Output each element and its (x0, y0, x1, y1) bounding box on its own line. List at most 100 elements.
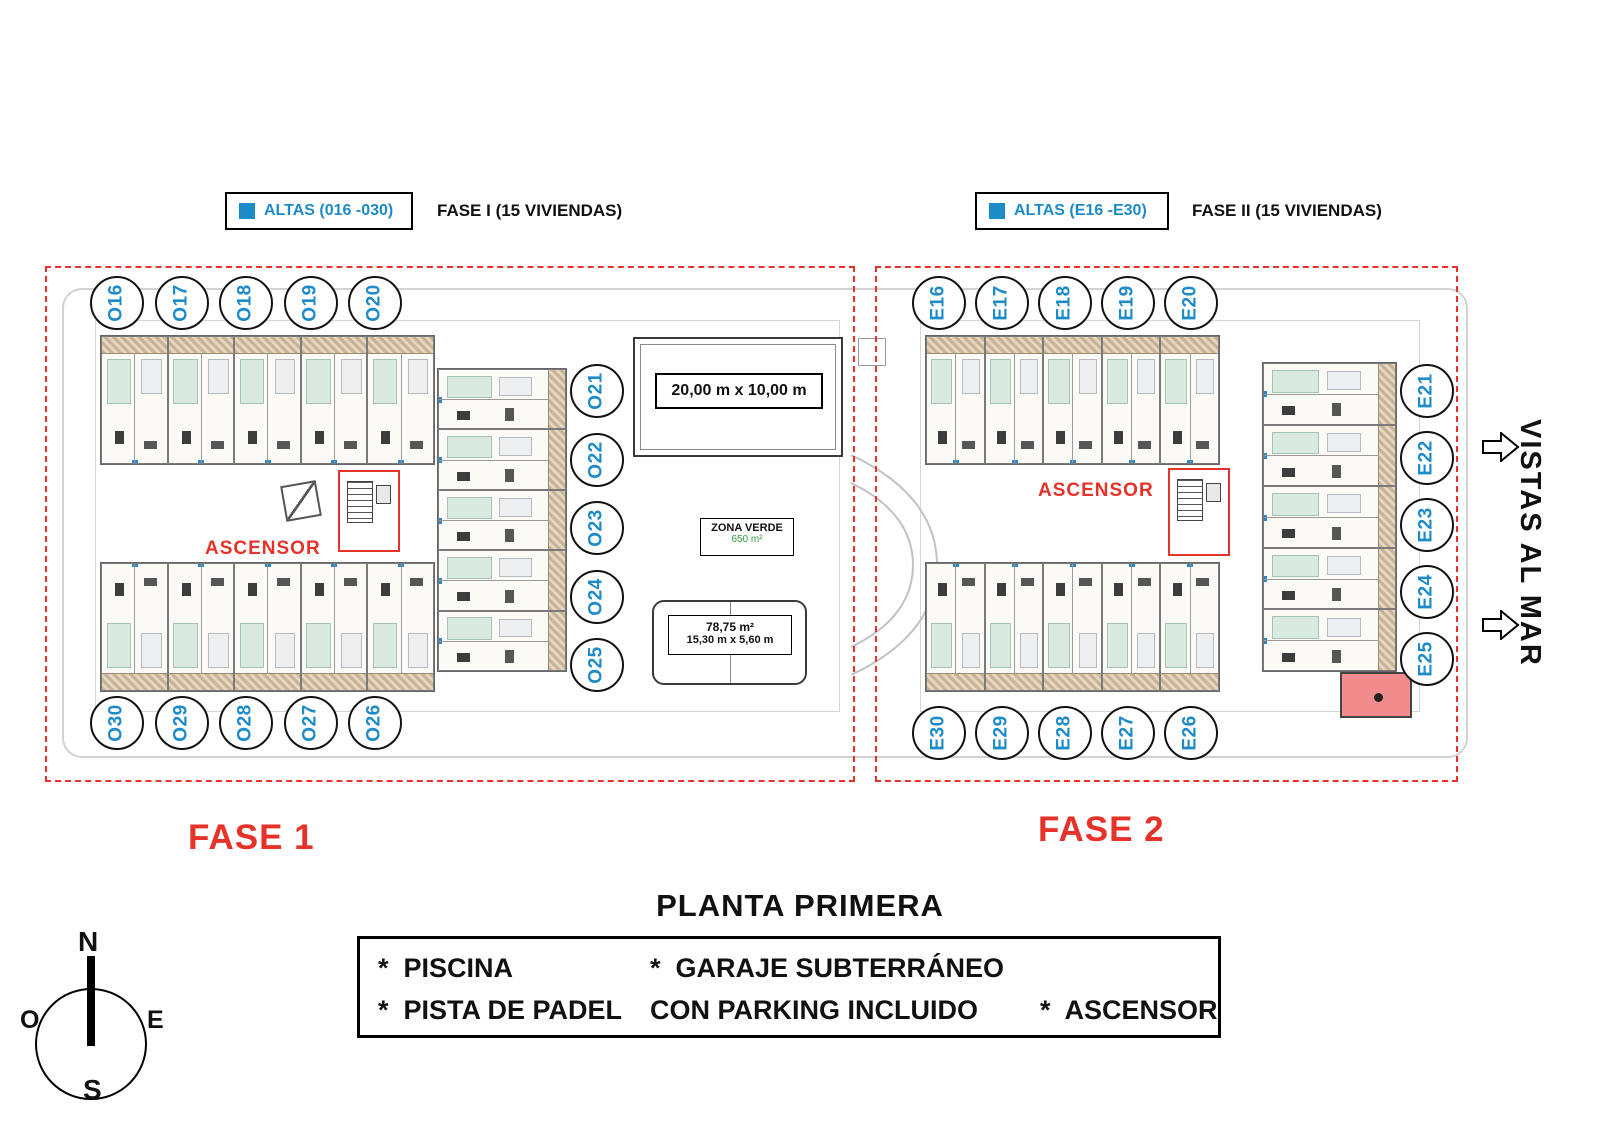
room-rect (499, 437, 533, 457)
elevator-cab-icon (1206, 483, 1221, 502)
unit-badge-label: E16 (928, 285, 949, 321)
entrance-mark (198, 564, 205, 567)
compass-north-label: N (78, 926, 99, 957)
unit-badge-label: O16 (105, 284, 127, 322)
fixture-mark (248, 431, 258, 445)
fixture-mark (248, 582, 258, 596)
unit-badge-label: O23 (585, 509, 607, 547)
apartment-unit (438, 369, 566, 430)
room-rect (1326, 494, 1361, 514)
unit-badge-label: E17 (991, 285, 1012, 321)
unit-badge-label: O30 (105, 704, 127, 742)
room-rect (407, 359, 429, 395)
fase1-bottom-apartment-strip (100, 562, 435, 692)
entrance-mark (953, 564, 960, 567)
stairs-icon (347, 481, 373, 523)
apartment-unit (438, 429, 566, 490)
room-rect (1078, 632, 1097, 668)
room-rect (930, 622, 953, 668)
room-rect (306, 359, 331, 405)
fixture-mark (1172, 582, 1182, 596)
room-rect (341, 359, 362, 395)
room-rect (1048, 622, 1070, 668)
apartment-unit (438, 610, 566, 672)
room-rect (1106, 359, 1129, 405)
features-row-1: * PISCINA * GARAJE SUBTERRÁNEO (378, 947, 1218, 989)
unit-badge-o28: O28 (219, 696, 273, 750)
fixture-mark (456, 592, 470, 602)
legend-fase1-color-swatch (239, 203, 255, 219)
room-rect (1106, 622, 1129, 668)
unit-badge-e29: E29 (975, 706, 1029, 760)
room-rect (173, 359, 198, 405)
room-rect (1271, 616, 1320, 639)
entrance-mark (131, 564, 138, 567)
entrance-mark (131, 460, 138, 463)
fixture-mark (456, 411, 470, 421)
unit-badge-label: E30 (928, 715, 949, 751)
room-rect (446, 436, 492, 459)
entrance-mark (198, 460, 205, 463)
fixture-mark (381, 431, 391, 445)
legend-fase2-color-swatch (989, 203, 1005, 219)
fixture-mark (1282, 467, 1296, 477)
fixture-mark (1079, 577, 1093, 586)
room-rect (407, 632, 429, 668)
features-box: * PISCINA * GARAJE SUBTERRÁNEO * PISTA D… (357, 936, 1221, 1038)
entrance-mark (439, 457, 442, 464)
room-rect (1165, 359, 1187, 405)
unit-badge-label: E19 (1117, 285, 1138, 321)
unit-badge-o18: O18 (219, 276, 273, 330)
apartment-unit (1263, 547, 1396, 610)
fixture-mark (181, 431, 191, 445)
legend-fase1-title: FASE I (15 VIVIENDAS) (437, 201, 623, 220)
apartment-unit (300, 336, 368, 464)
fixture-mark (410, 577, 424, 586)
room-rect (372, 622, 398, 668)
entrance-mark (1187, 564, 1194, 567)
unit-badge-o25: O25 (570, 638, 624, 692)
room-rect (274, 359, 296, 395)
room-rect (341, 632, 362, 668)
legend-fase1-box: ALTAS (016 -030) (225, 192, 413, 230)
fase2-right-apartment-strip (1262, 362, 1397, 672)
fixture-mark (314, 582, 324, 596)
unit-badge-label: E22 (1416, 440, 1437, 476)
unit-badge-o20: O20 (348, 276, 402, 330)
room-rect (1020, 632, 1039, 668)
apartment-unit (367, 336, 434, 464)
feature-padel: * PISTA DE PADEL (378, 995, 623, 1025)
vistas-al-mar-label: VISTAS AL MAR (1514, 419, 1546, 667)
entrance-mark (1264, 514, 1267, 521)
entrance-mark (439, 638, 442, 645)
fixture-mark (114, 431, 124, 445)
apartment-unit (926, 563, 985, 691)
unit-badge-o26: O26 (348, 696, 402, 750)
entrance-mark (1011, 564, 1018, 567)
room-rect (1195, 359, 1215, 395)
site-boundary-outline (62, 288, 1468, 758)
unit-badge-label: O27 (299, 704, 321, 742)
stairs-icon (1177, 479, 1203, 521)
apartment-unit (234, 336, 301, 464)
room-rect (239, 622, 265, 668)
room-rect (141, 632, 163, 668)
unit-badge-o21: O21 (570, 364, 624, 418)
apartment-unit (984, 336, 1044, 464)
apartment-unit (101, 336, 168, 464)
room-rect (1326, 371, 1361, 391)
entrance-mark (953, 460, 960, 463)
unit-badge-e18: E18 (1038, 276, 1092, 330)
apartment-unit (1263, 424, 1396, 487)
apartment-unit (926, 336, 985, 464)
entrance-mark (1264, 637, 1267, 644)
unit-badge-e25: E25 (1400, 632, 1454, 686)
unit-badge-e17: E17 (975, 276, 1029, 330)
fixture-mark (1282, 591, 1296, 601)
feature-ascensor: * ASCENSOR (1040, 995, 1218, 1025)
